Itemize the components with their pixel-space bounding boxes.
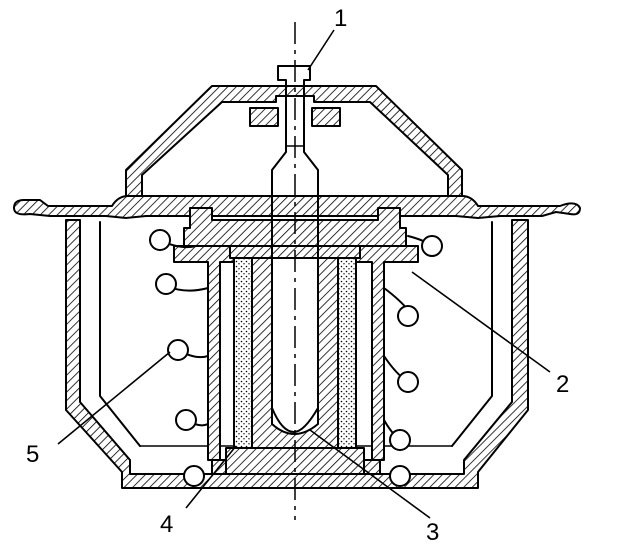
coil-spring	[149, 229, 443, 487]
flange	[13, 195, 581, 219]
callout-4: 4	[160, 511, 173, 538]
callout-2: 2	[556, 371, 569, 398]
top-frame	[125, 85, 463, 197]
callout-3: 3	[426, 519, 439, 546]
callout-1: 1	[334, 5, 347, 32]
leader-lines	[57, 29, 551, 519]
piston-housing	[173, 245, 419, 461]
callout-5: 5	[26, 441, 39, 468]
